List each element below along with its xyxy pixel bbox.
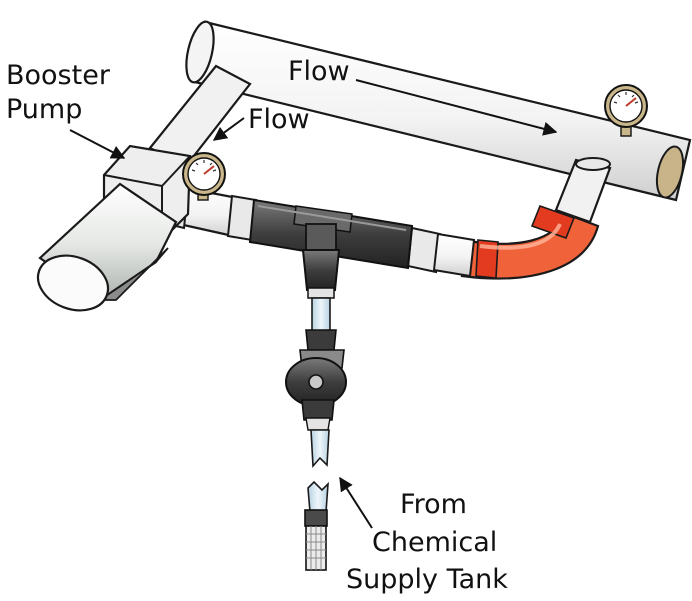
- orange-elbow: [460, 204, 600, 280]
- booster-pump-label-line2: Pump: [6, 94, 82, 125]
- flow-top-label: Flow: [288, 56, 350, 87]
- booster-pump-icon: [36, 144, 192, 312]
- supply-label-line2: Chemical: [372, 527, 497, 558]
- supply-label-line1: From: [400, 489, 467, 520]
- main-pipe: [185, 20, 692, 202]
- upper-suction-tube: [311, 297, 331, 333]
- supply-label-line3: Supply Tank: [346, 564, 508, 595]
- check-valve-icon: [285, 329, 347, 431]
- chemical-injector-icon: [248, 198, 414, 299]
- flow-left-arrow: [212, 117, 245, 141]
- strainer-icon: [304, 509, 328, 571]
- booster-pump-label-line1: Booster: [6, 60, 111, 91]
- pressure-gauge-icon: [182, 152, 226, 201]
- pressure-gauge-icon: [604, 84, 648, 137]
- supply-arrow: [339, 476, 373, 529]
- return-riser-pipe: [554, 157, 612, 224]
- flow-left-label: Flow: [248, 104, 310, 135]
- flow-top-arrow: [355, 79, 558, 136]
- lower-suction-tube: [307, 429, 330, 513]
- booster-pump-arrow: [69, 129, 126, 159]
